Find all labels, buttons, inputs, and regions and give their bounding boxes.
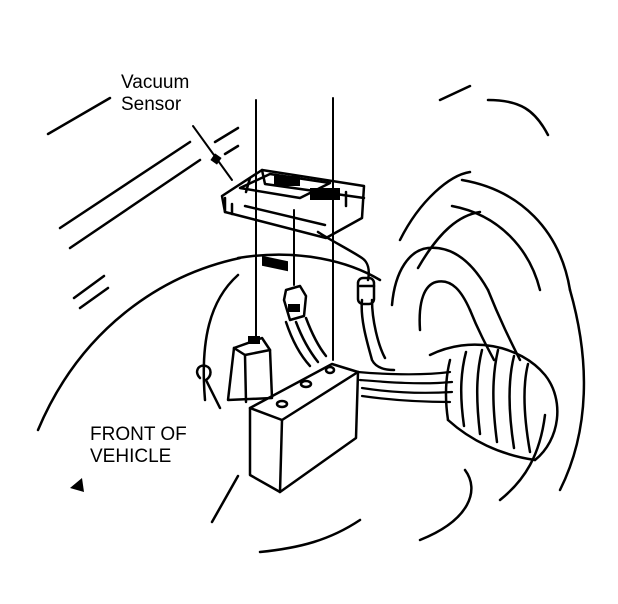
sensor-harness [316, 230, 396, 372]
front-of-vehicle-label: FRONT OF VEHICLE [90, 424, 187, 468]
front-arrow-icon [70, 478, 84, 492]
hook-bolt [195, 364, 222, 410]
front-of-vehicle-label-line1: FRONT OF [90, 424, 187, 445]
control-module [248, 362, 360, 494]
vacuum-sensor-leader [192, 125, 233, 181]
lower-leader [210, 474, 240, 524]
fender-arc [36, 253, 382, 432]
body-panels [258, 98, 586, 554]
vacuum-sensor [220, 168, 366, 272]
wire-bundle [356, 370, 454, 404]
connector-plug [282, 284, 328, 368]
vacuum-sensor-label: Vacuum Sensor [121, 72, 189, 116]
mount-bracket [226, 336, 274, 404]
vacuum-hose [390, 246, 522, 362]
vacuum-sensor-label-line1: Vacuum [121, 72, 190, 93]
front-of-vehicle-label-line2: VEHICLE [90, 446, 172, 467]
air-duct [428, 343, 559, 462]
vacuum-sensor-label-line2: Sensor [121, 94, 182, 115]
glass-streaks [46, 84, 472, 310]
